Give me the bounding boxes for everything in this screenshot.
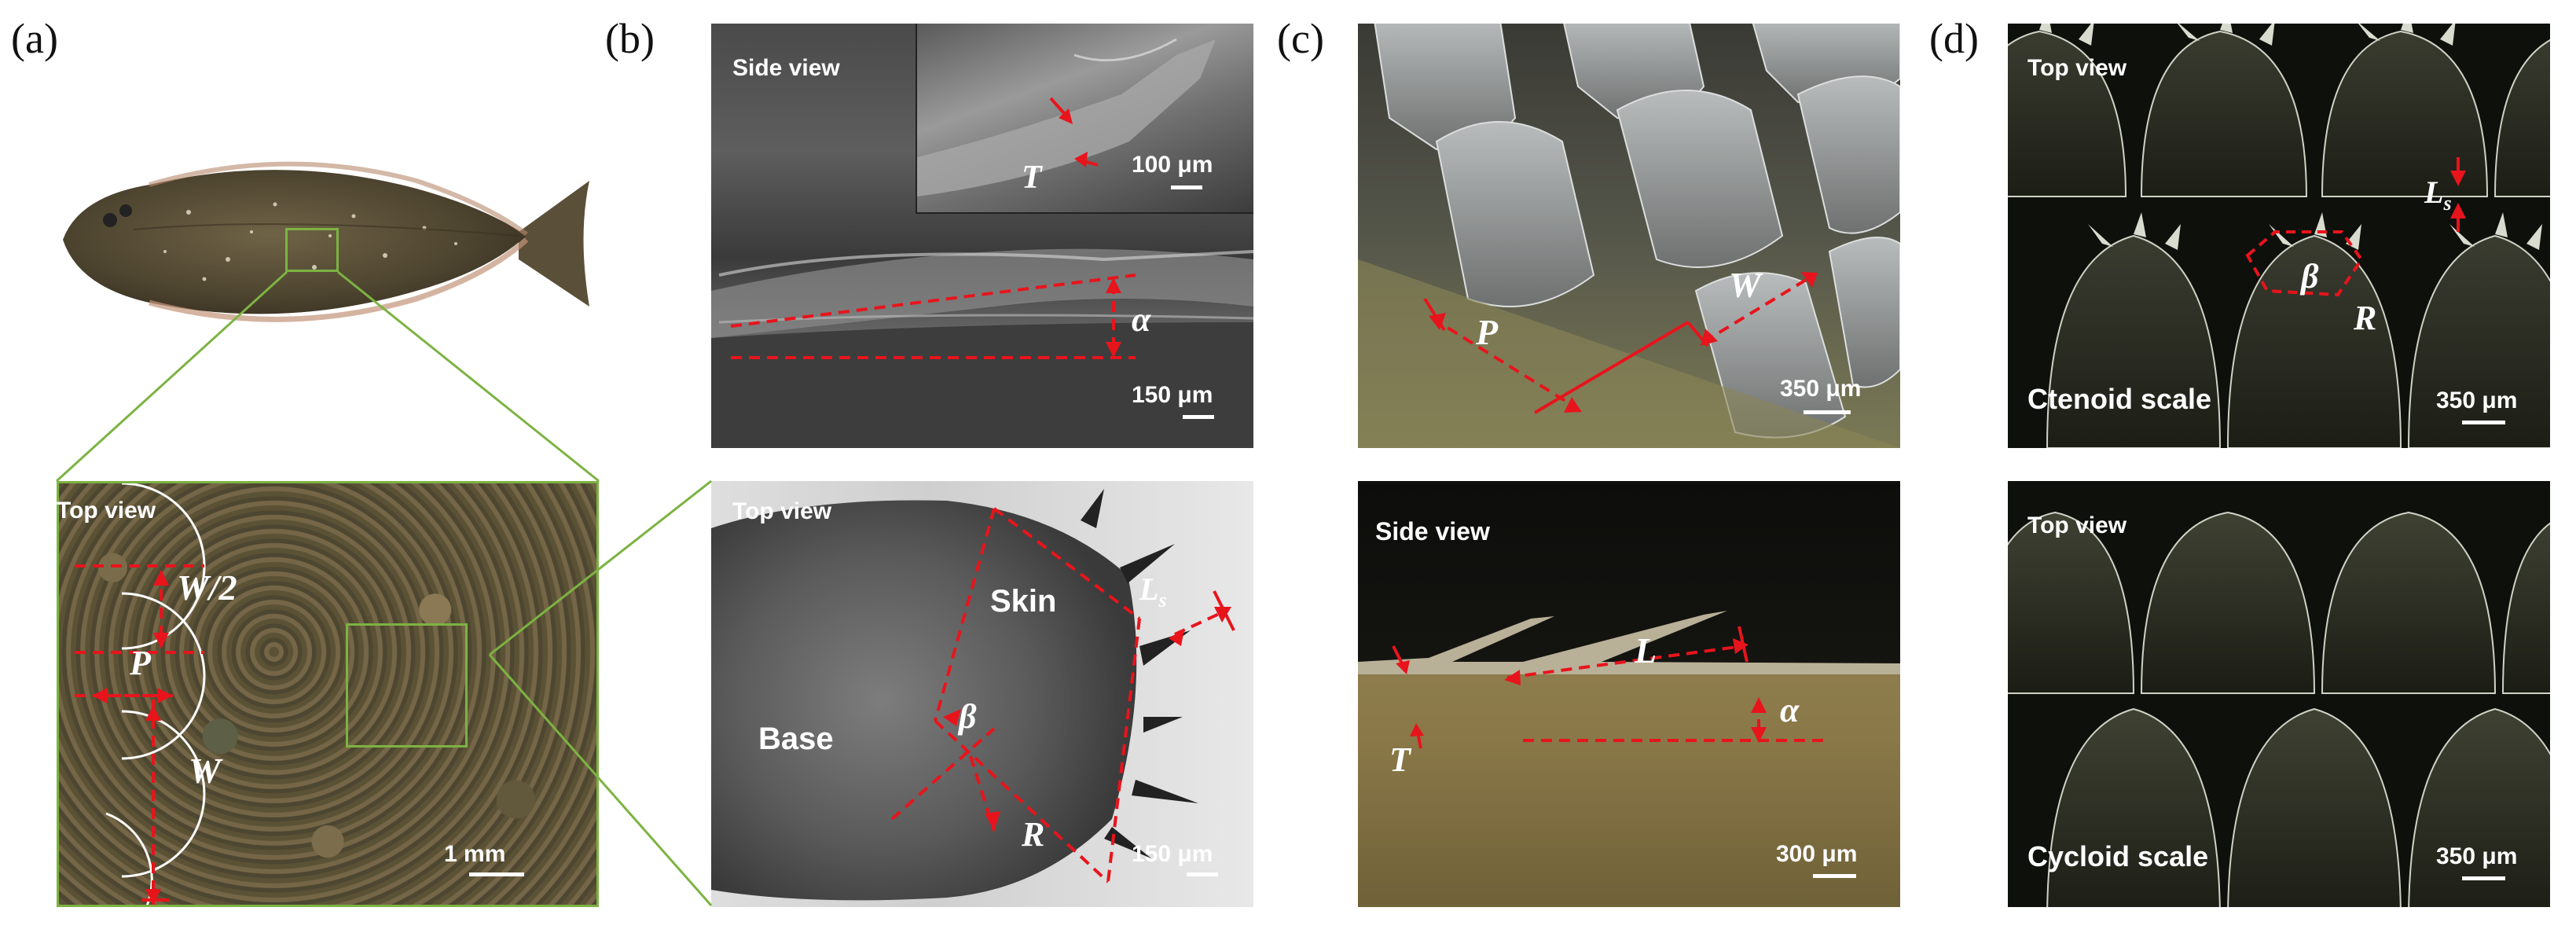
d-ctenoid-image xyxy=(2008,24,2550,448)
panel-c-label: (c) xyxy=(1277,15,1324,62)
c-printed-top-image xyxy=(1358,24,1900,448)
a-scale-label: 1 mm xyxy=(444,841,506,867)
c-top-scale-label: 350 μm xyxy=(1780,376,1862,402)
b-optical-top-image xyxy=(711,481,1253,907)
b-sem-side-image xyxy=(711,24,1253,448)
d-top-view-label-2: Top view xyxy=(2027,512,2127,538)
d-ctenoid-scale-label: 350 μm xyxy=(2436,388,2518,413)
b-symbol-alpha: α xyxy=(1132,300,1151,339)
b-base-label: Base xyxy=(758,722,834,756)
c-side-scale-label: 300 μm xyxy=(1776,841,1858,867)
c-symbol-l: L xyxy=(1635,630,1657,670)
b-side-scale-bar xyxy=(1183,415,1214,419)
d-ctenoid-scale-bar xyxy=(2462,421,2505,424)
c-top-scale-bar xyxy=(1804,410,1851,414)
a-symbol-w2: W/2 xyxy=(177,568,237,608)
a-top-view-label: Top view xyxy=(57,498,156,523)
d-cycloid-scale-label: 350 μm xyxy=(2436,843,2518,869)
c-symbol-p: P xyxy=(1476,312,1499,352)
c-symbol-w: W xyxy=(1729,265,1761,305)
b-inset-scale-bar xyxy=(1171,185,1202,189)
panel-a-label: (a) xyxy=(11,15,58,62)
b-top-scale-label: 150 μm xyxy=(1132,841,1213,867)
b-skin-label: Skin xyxy=(990,584,1057,619)
b-side-view-label: Side view xyxy=(732,55,840,81)
c-symbol-alpha: α xyxy=(1780,691,1800,729)
c-side-scale-bar xyxy=(1813,874,1856,878)
panel-d-label: (d) xyxy=(1929,15,1979,62)
b-symbol-beta: β xyxy=(959,697,977,736)
d-symbol-beta: β xyxy=(2301,257,2319,296)
c-printed-side-image xyxy=(1358,481,1900,907)
d-cycloid-caption: Cycloid scale xyxy=(2027,840,2209,872)
d-cycloid-image xyxy=(2008,481,2550,907)
c-symbol-t: T xyxy=(1389,740,1411,779)
d-symbol-ls: Ls xyxy=(2424,174,2452,215)
b-symbol-t: T xyxy=(1022,160,1042,196)
c-side-view-label: Side view xyxy=(1375,517,1490,545)
skin-zoom-box xyxy=(346,623,468,748)
b-inset-scale-label: 100 μm xyxy=(1132,152,1213,178)
a-symbol-p: P xyxy=(130,644,151,682)
d-top-view-label-1: Top view xyxy=(2027,55,2127,81)
b-sem-inset-image xyxy=(916,24,1253,214)
fish-zoom-box xyxy=(285,228,339,272)
b-side-scale-label: 150 μm xyxy=(1132,382,1213,408)
d-ctenoid-caption: Ctenoid scale xyxy=(2027,383,2212,415)
b-top-scale-bar xyxy=(1187,872,1218,876)
a-symbol-w: W xyxy=(189,751,221,791)
d-cycloid-scale-bar xyxy=(2462,876,2505,880)
panel-b-label: (b) xyxy=(605,15,655,62)
skin-texture-photo xyxy=(57,481,599,907)
b-symbol-r: R xyxy=(1022,815,1045,854)
b-top-view-label: Top view xyxy=(732,498,832,524)
a-scale-bar xyxy=(469,872,524,876)
b-symbol-ls: Ls xyxy=(1139,571,1167,612)
d-symbol-r: R xyxy=(2354,299,2377,337)
